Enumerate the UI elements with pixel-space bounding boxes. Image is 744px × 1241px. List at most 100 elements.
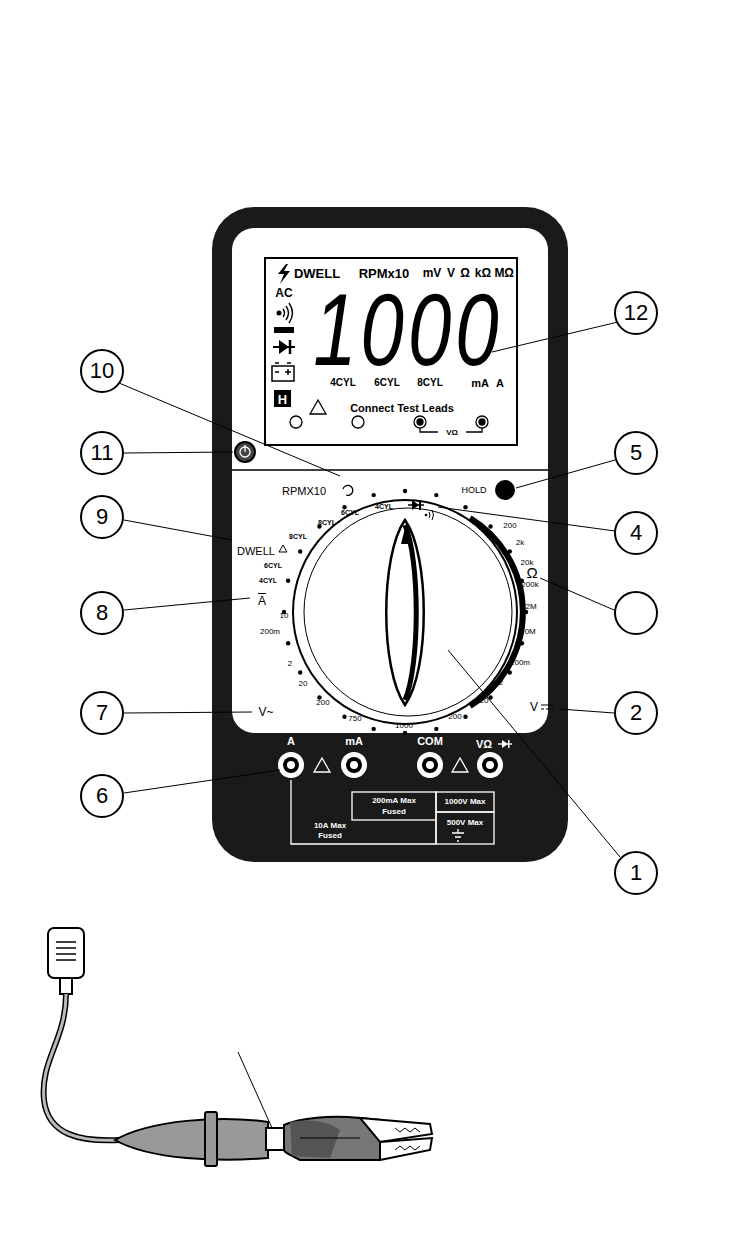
- diode-icon: [273, 340, 295, 354]
- dial-dot: [286, 578, 290, 582]
- lcd-unit: A: [496, 378, 504, 389]
- warning-icon: [310, 400, 326, 414]
- dial-position: 200k: [521, 581, 538, 589]
- dial-dot: [403, 731, 407, 735]
- dial-position: 2k: [516, 539, 524, 547]
- hold-indicator-letter: H: [278, 392, 287, 405]
- callout-circle: [81, 775, 123, 817]
- lcd-annunciator: AC: [275, 287, 292, 299]
- power-button: [235, 442, 255, 462]
- dial-dot: [371, 727, 375, 731]
- dial-position: 200: [448, 713, 461, 721]
- jack-label: mA: [345, 736, 363, 747]
- rotary-dial: [293, 500, 517, 724]
- callout-number: 11: [91, 442, 114, 464]
- lcd-unit: V: [447, 267, 455, 279]
- callout-number: 4: [630, 522, 642, 544]
- callout-circle: [615, 432, 657, 474]
- callout-circle: [615, 592, 657, 634]
- minus-icon: [274, 327, 294, 333]
- dial-position: 4CYL: [259, 577, 277, 584]
- dial-dot: [298, 670, 302, 674]
- dial-knob: [386, 520, 424, 705]
- dial-function: V: [530, 701, 538, 713]
- dial-position: 20: [480, 697, 489, 705]
- lcd-annunciator: 8CYL: [417, 378, 443, 388]
- jack-brackets: [291, 780, 494, 844]
- callout-circle: [81, 350, 123, 392]
- dial-position: 750: [348, 715, 361, 723]
- dial-position: 2: [499, 679, 503, 687]
- dial-dot: [403, 489, 407, 493]
- callout-circles: [81, 292, 657, 894]
- lcd-unit: mA: [471, 378, 489, 389]
- lcd-digits: 1000: [313, 279, 503, 380]
- dial-dot: [463, 715, 467, 719]
- callout-number: 9: [96, 506, 108, 528]
- meter-face: [232, 228, 548, 733]
- dial-position: 200: [503, 522, 516, 530]
- diode-continuity-symbol: [408, 500, 434, 520]
- dial-dot: [463, 505, 467, 509]
- callout-number: 5: [630, 442, 642, 464]
- lcd-unit: Ω: [460, 267, 470, 279]
- lcd-unit: MΩ: [494, 267, 514, 279]
- lcd-annunciator: DWELL: [294, 267, 340, 280]
- dial-position: 4CYL: [375, 503, 393, 510]
- dial-function: A: [258, 595, 266, 607]
- callout-number: 7: [96, 702, 108, 724]
- lcd-annunciator: 6CYL: [374, 378, 400, 388]
- callout-circle: [81, 592, 123, 634]
- battery-icon: [272, 363, 294, 381]
- button-label: RPMX10: [282, 486, 326, 497]
- callout-circle: [81, 496, 123, 538]
- sound-icon: [277, 303, 292, 323]
- dial-dot: [434, 493, 438, 497]
- test-lead: [44, 928, 432, 1166]
- lcd-message: Connect Test Leads: [350, 403, 454, 414]
- dial-position: 200m: [510, 659, 530, 667]
- callout-circle: [81, 432, 123, 474]
- dial-position: 2: [288, 660, 292, 668]
- dial-dot: [371, 493, 375, 497]
- callout-number: 1: [630, 862, 642, 884]
- jack-label: COM: [417, 736, 443, 747]
- dial-position: 8CYL: [289, 533, 307, 540]
- jack-indicators: [290, 416, 488, 432]
- callout-circle: [615, 852, 657, 894]
- hold-indicator: [274, 390, 291, 407]
- dial-position: 6CYL: [264, 562, 282, 569]
- callout-circle: [81, 692, 123, 734]
- lcd-annunciator: RPMx10: [359, 267, 410, 280]
- vohm-diode-symbol: [498, 740, 512, 748]
- dial-position: 8CYL: [318, 519, 336, 526]
- dial-dots: [282, 489, 528, 735]
- rating-label: Fused: [382, 808, 406, 816]
- dial-position: 20M: [520, 628, 536, 636]
- lcd-screen: [265, 258, 517, 445]
- rating-label: 10A Max: [314, 822, 346, 830]
- jack-label: A: [287, 736, 295, 747]
- leader-lines: [119, 322, 620, 857]
- rating-label: Fused: [318, 832, 342, 840]
- callout-number: 12: [624, 302, 648, 324]
- lcd-unit: kΩ: [475, 267, 491, 279]
- lightning-icon: [278, 264, 290, 284]
- callout-number: 2: [630, 702, 642, 724]
- lcd-unit: mV: [423, 267, 442, 279]
- jack-indicator-label: VΩ: [446, 429, 458, 437]
- dial-function: V~: [258, 706, 273, 718]
- dial-position: 10: [280, 612, 289, 620]
- button-label: HOLD: [461, 486, 486, 495]
- callout-number: 10: [90, 360, 114, 382]
- dial-dot: [488, 524, 492, 528]
- dial-position: 200m: [260, 628, 280, 636]
- jack-label: VΩ: [476, 739, 492, 750]
- dial-function: DWELL: [237, 546, 275, 557]
- dial-dot: [434, 727, 438, 731]
- callout-circle: [615, 292, 657, 334]
- dial-dot: [342, 715, 346, 719]
- dial-position: 20k: [521, 559, 534, 567]
- callout-circle: [615, 512, 657, 554]
